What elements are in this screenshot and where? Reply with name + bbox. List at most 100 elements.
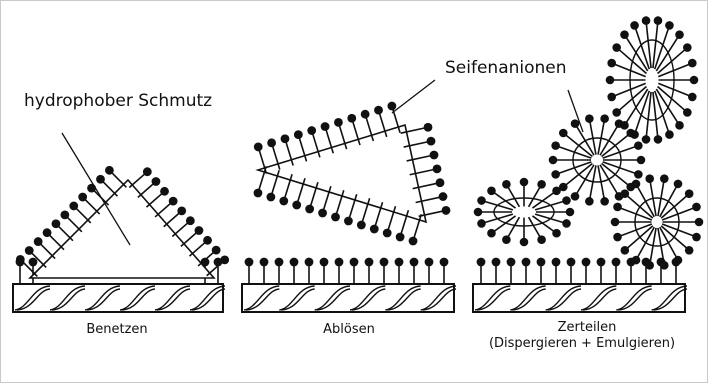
soap-anion-head bbox=[612, 108, 621, 117]
soap-anion-head bbox=[160, 187, 169, 196]
soap-anion-head bbox=[29, 258, 38, 267]
soap-anion-head bbox=[597, 258, 606, 267]
soap-anion-head bbox=[380, 258, 389, 267]
soap-anion-head bbox=[642, 16, 651, 25]
soap-anion-head bbox=[347, 114, 356, 123]
soap-anion-head bbox=[571, 192, 580, 201]
soap-anion-head bbox=[630, 130, 639, 139]
soap-anion-head bbox=[607, 59, 616, 68]
soap-anion-head bbox=[374, 106, 383, 115]
soap-anion-head bbox=[334, 118, 343, 127]
soap-anion-head bbox=[492, 258, 501, 267]
soap-anion-head bbox=[688, 59, 697, 68]
soap-anion-head bbox=[365, 258, 374, 267]
soap-anion-head bbox=[688, 93, 697, 102]
fabric-fiber bbox=[473, 284, 685, 312]
soap-anion-head bbox=[292, 201, 301, 210]
soap-anion-head bbox=[254, 143, 263, 152]
soap-anion-head bbox=[582, 258, 591, 267]
soap-anion-head bbox=[606, 76, 615, 85]
soap-anion-head bbox=[613, 233, 622, 242]
soap-anion-head bbox=[537, 235, 546, 244]
soap-anion-head bbox=[425, 258, 434, 267]
soap-anion-head bbox=[203, 236, 212, 245]
soap-anion-head bbox=[645, 174, 654, 183]
soap-anion-head bbox=[477, 196, 486, 205]
soap-anion-head bbox=[320, 258, 329, 267]
soap-anion-head bbox=[674, 256, 683, 265]
soap-anion-head bbox=[685, 246, 694, 255]
soap-anion-head bbox=[424, 123, 433, 132]
soap-anion-head bbox=[567, 258, 576, 267]
soap-anion-head bbox=[520, 178, 529, 187]
soap-anion-head bbox=[267, 138, 276, 147]
soap-anion-head bbox=[675, 121, 684, 130]
soap-anion-head bbox=[105, 166, 114, 175]
caption-abloesen: Ablösen bbox=[291, 323, 407, 338]
soap-anion-head bbox=[245, 258, 254, 267]
soap-anion-head bbox=[612, 258, 621, 267]
soap-anion-head bbox=[487, 229, 496, 238]
caption-benetzen: Benetzen bbox=[59, 323, 175, 338]
soap-anion-head bbox=[632, 256, 641, 265]
soap-anion-head bbox=[507, 258, 516, 267]
soap-anion-head bbox=[350, 258, 359, 267]
soap-anion-head bbox=[551, 170, 560, 179]
soap-anion-head bbox=[692, 233, 701, 242]
anion-pointer-line-1 bbox=[392, 80, 435, 113]
soap-anion-head bbox=[551, 141, 560, 150]
soap-anion-head bbox=[634, 170, 643, 179]
soap-anion-head bbox=[634, 141, 643, 150]
soap-anion-head bbox=[562, 219, 571, 228]
soap-anion-head bbox=[630, 21, 639, 30]
soap-anion-head bbox=[427, 137, 436, 146]
soap-anion-head bbox=[571, 119, 580, 128]
soap-anion-head bbox=[477, 258, 486, 267]
soap-anion-head bbox=[409, 237, 418, 246]
soap-anion-head bbox=[152, 177, 161, 186]
soap-anion-head bbox=[436, 178, 445, 187]
soap-anion-head bbox=[439, 192, 448, 201]
soap-anion-head bbox=[34, 237, 43, 246]
soap-anion-head bbox=[559, 129, 568, 138]
soap-anion-head bbox=[474, 208, 483, 217]
soap-anion-head bbox=[477, 219, 486, 228]
soap-anion-head bbox=[440, 258, 449, 267]
soap-anion-head bbox=[549, 156, 558, 165]
dirt-label: hydrophober Schmutz bbox=[24, 92, 212, 112]
soap-anion-head bbox=[654, 16, 663, 25]
anions-label: Seifenanionen bbox=[445, 59, 567, 79]
soap-anion-head bbox=[305, 205, 314, 214]
soap-anion-head bbox=[395, 258, 404, 267]
soap-anion-head bbox=[685, 189, 694, 198]
soap-anion-head bbox=[642, 135, 651, 144]
soap-anion-head bbox=[294, 130, 303, 139]
soap-anion-head bbox=[442, 206, 451, 215]
soap-anion-head bbox=[60, 210, 69, 219]
soap-anion-head bbox=[410, 258, 419, 267]
soap-anion-head bbox=[433, 164, 442, 173]
stage-abloesen bbox=[242, 102, 456, 312]
soap-anion-head bbox=[305, 258, 314, 267]
caption-zerteilen: Zerteilen bbox=[472, 321, 702, 336]
soap-anion-head bbox=[692, 203, 701, 212]
soap-anion-head bbox=[522, 258, 531, 267]
soap-anion-head bbox=[637, 156, 646, 165]
soap-anion-head bbox=[660, 261, 669, 270]
soap-anion-head bbox=[370, 225, 379, 234]
caption-zerteilen-detail: (Dispergieren + Emulgieren) bbox=[462, 337, 702, 352]
soap-anion-head bbox=[387, 102, 396, 111]
soap-anion-head bbox=[559, 183, 568, 192]
soap-anion-head bbox=[281, 134, 290, 143]
soap-anion-head bbox=[186, 216, 195, 225]
soap-anion-head bbox=[335, 258, 344, 267]
soap-anion-head bbox=[600, 197, 609, 206]
soap-anion-head bbox=[620, 30, 629, 39]
soap-anion-head bbox=[654, 135, 663, 144]
soap-anion-head bbox=[585, 114, 594, 123]
soap-anion-head bbox=[690, 76, 699, 85]
soap-anion-head bbox=[520, 238, 529, 247]
soap-anion-head bbox=[331, 213, 340, 222]
soap-anion-head bbox=[562, 196, 571, 205]
soap-anion-head bbox=[683, 43, 692, 52]
